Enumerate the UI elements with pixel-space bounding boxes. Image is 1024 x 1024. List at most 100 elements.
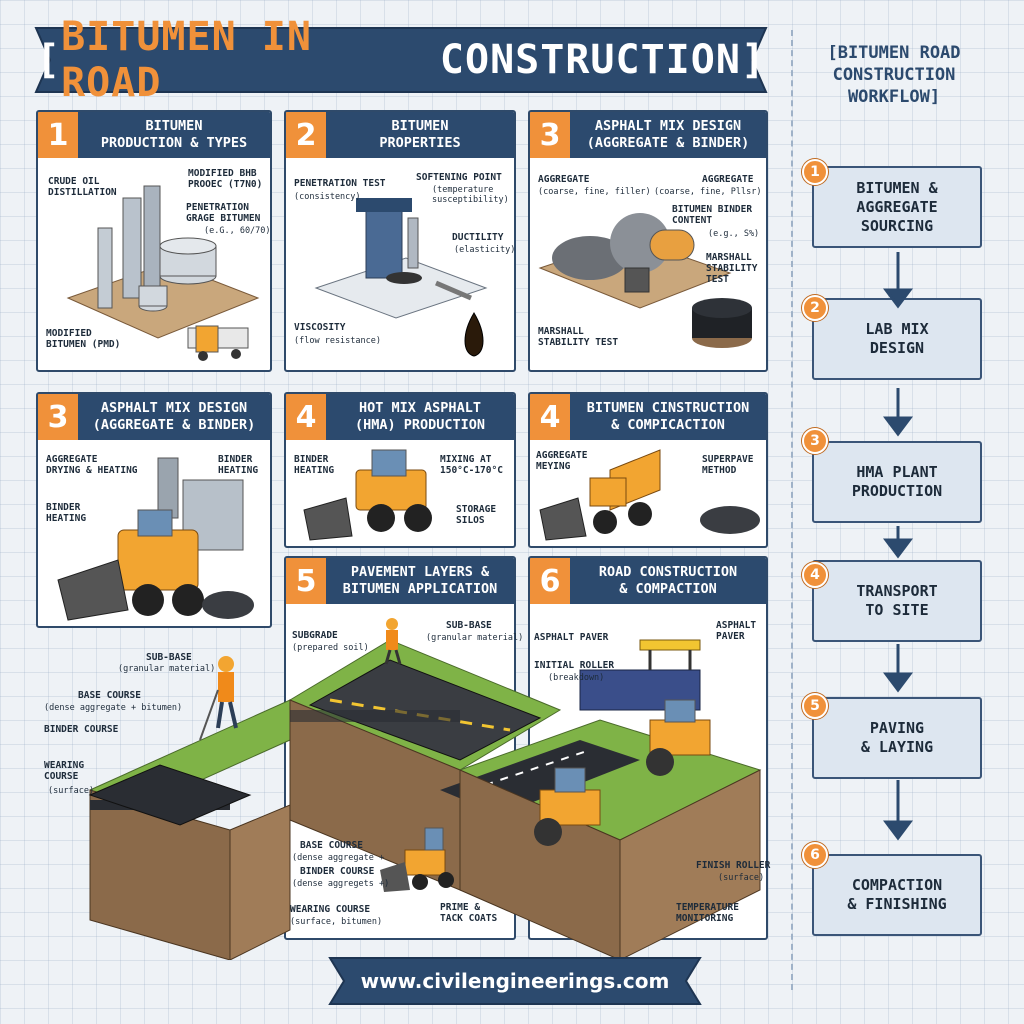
p3a-agg-left-label: AGGREGATE [538, 174, 590, 185]
p4a-binder-heating-label: BINDER HEATING [294, 454, 335, 476]
p5-subgrade-label: SUBGRADE [292, 630, 338, 641]
p2-ductility-sub: (elasticity) [454, 245, 516, 255]
panel-bitumen-production: 1 BITUMEN PRODUCTION & TYPES CRUDE OIL D… [36, 110, 272, 372]
panel-1-number: 1 [38, 112, 78, 158]
p5-binder-course-label: BINDER COURSE [44, 724, 119, 735]
panel-1-title: BITUMEN PRODUCTION & TYPES [100, 118, 248, 151]
p5-prime-label: PRIME & TACK COATS [440, 902, 498, 924]
p5-base-course-sub: (dense aggregate + bitumen) [44, 703, 183, 713]
p3a-marshall-left-label: MARSHALL STABILITY TEST [538, 326, 619, 348]
panel-6-number: 6 [530, 558, 570, 604]
p3a-binder-content-sub: (e.g., S%) [708, 229, 760, 239]
column-divider [791, 30, 793, 990]
dump-truck-illustration [539, 449, 760, 541]
p3a-agg-right-sub: (coarse, fine, Pllsr) [654, 187, 762, 197]
loader-illustration [303, 449, 432, 541]
p4b-superpave-label: SUPERPAVE METHOD [702, 454, 754, 476]
p5-wearing-b-sub: (surface, bitumen) [290, 917, 383, 927]
aggregate-illustration [538, 213, 752, 348]
workflow-step-6-number: 6 [802, 842, 828, 868]
workflow-step-3: HMA PLANT PRODUCTION [812, 441, 982, 523]
p5-wearing-label: WEARING COURSE [44, 760, 85, 782]
p5-binder-course-b-label: BINDER COURSE [300, 866, 375, 877]
p3b-agg-drying-label: AGGREGATE DRYING & HEATING [46, 454, 138, 476]
p1-crude-label: CRUDE OIL DISTILLATION [48, 176, 117, 198]
workflow-step-6: COMPACTION & FINISHING [812, 854, 982, 936]
p2-pen-test-label: PENETRATION TEST [294, 178, 386, 189]
p5-wearing-sub: (surface) [48, 786, 95, 796]
refinery-illustration [66, 185, 260, 361]
p6-initial-roller-sub: (breakdown) [548, 673, 605, 683]
p5-binder-course-b-sub: (dense aggregets +) [292, 879, 390, 889]
workflow-step-2-number: 2 [802, 295, 828, 321]
p1-modified-bhb-label: MODIFIED BHB PROOEC (T7N0) [188, 168, 263, 190]
p1-pmd-label: MODIFIED BITUMEN (PMD) [46, 328, 121, 350]
panel-bitumen-properties: 2 BITUMEN PROPERTIES PENETRATION TEST (c… [284, 110, 516, 372]
p6-paver-right-label: ASPHALT PAVER [716, 620, 757, 642]
p3b-binder-heating-right: BINDER HEATING [218, 454, 259, 476]
p5-base-course-label: BASE COURSE [78, 690, 141, 701]
road-cross-section-illustration [88, 618, 762, 960]
p5-subbase-left-sub: (granular material) [118, 664, 216, 674]
workflow-title: [BITUMEN ROAD CONSTRUCTION WORKFLOW] [827, 43, 961, 107]
title-banner [34, 27, 768, 93]
page-title: [BITUMEN IN ROAD CONSTRUCTION] [36, 14, 766, 106]
p5-subbase-top-label: SUB-BASE [446, 620, 492, 631]
p2-softening-label: SOFTENING POINT [416, 172, 502, 183]
workflow-step-4: TRANSPORT TO SITE [812, 560, 982, 642]
panel-asphalt-mix-design-b: 3 ASPHALT MIX DESIGN (AGGREGATE & BINDER… [36, 392, 272, 628]
workflow-step-2: LAB MIX DESIGN [812, 298, 982, 380]
panel-4a-title: HOT MIX ASPHALT (HMA) PRODUCTION [354, 400, 486, 433]
p6-paver-left-label: ASPHALT PAVER [534, 632, 609, 643]
panel-hma-production: 4 HOT MIX ASPHALT (HMA) PRODUCTION BINDE… [284, 392, 516, 548]
p1-penetration-sub: (e.G., 60/70) [204, 226, 271, 236]
panel-bitumen-construction: 4 BITUMEN CINSTRUCTION & COMPICACTION AG… [528, 392, 768, 548]
panel-3a-title: ASPHALT MIX DESIGN (AGGREGATE & BINDER) [586, 118, 750, 151]
p2-softening-sub: (temperature susceptibility) [432, 185, 509, 205]
p3a-marshall-right-label: MARSHALL STABILITY TEST [706, 252, 758, 285]
p2-ductility-label: DUCTILITY [452, 232, 504, 243]
p4b-agg-meying-label: AGGREGATE MEYING [536, 450, 588, 472]
drying-drum-illustration [57, 457, 254, 621]
workflow-step-5-number: 5 [802, 693, 828, 719]
p5-subbase-left-label: SUB-BASE [146, 652, 192, 663]
panel-4b-number: 4 [530, 394, 570, 440]
p3a-agg-right-label: AGGREGATE [702, 174, 754, 185]
p6-initial-roller-label: INITIAL ROLLER [534, 660, 615, 671]
p4a-mixing-label: MIXING AT 150°C-170°C [440, 454, 503, 476]
panel-3a-number: 3 [530, 112, 570, 158]
panel-4b-title: BITUMEN CINSTRUCTION & COMPICACTION [586, 400, 750, 433]
footer-url: www.civilengineerings.com [360, 969, 670, 993]
p6-finish-roller-label: FINISH ROLLER [696, 860, 771, 871]
workflow-step-1: BITUMEN & AGGREGATE SOURCING [812, 166, 982, 248]
panel-4a-number: 4 [286, 394, 326, 440]
p3a-agg-left-sub: (coarse, fine, filler) [538, 187, 651, 197]
p5-subgrade-sub: (prepared soil) [292, 643, 369, 653]
panel-3b-title: ASPHALT MIX DESIGN (AGGREGATE & BINDER) [92, 400, 256, 433]
panel-2-title: BITUMEN PROPERTIES [379, 118, 461, 151]
panel-asphalt-mix-design-a: 3 ASPHALT MIX DESIGN (AGGREGATE & BINDER… [528, 110, 768, 372]
p3b-binder-heating-left: BINDER HEATING [46, 502, 87, 524]
workflow-step-4-number: 4 [802, 562, 828, 588]
panel-3b-number: 3 [38, 394, 78, 440]
p1-penetration-label: PENETRATION GRAGE BITUMEN [186, 202, 261, 224]
p5-subbase-top-sub: (granular material) [426, 633, 524, 643]
workflow-step-3-number: 3 [802, 428, 828, 454]
testing-apparatus-illustration [314, 198, 488, 357]
p5-base-course-b-sub: (dense aggregate + [292, 853, 385, 863]
panel-2-number: 2 [286, 112, 326, 158]
p6-temp-label: TEMPERATURE MONITORING [676, 902, 739, 924]
panel-6-title: ROAD CONSTRUCTION & COMPACTION [598, 564, 738, 597]
workflow-step-5: PAVING & LAYING [812, 697, 982, 779]
p3a-binder-content-label: BITUMEN BINDER CONTENT [672, 204, 753, 226]
p2-viscosity-sub: (flow resistance) [294, 336, 381, 346]
panel-5-number: 5 [286, 558, 326, 604]
p5-base-course-b-label: BASE COURSE [300, 840, 363, 851]
p5-wearing-b-label: WEARING COURSE [290, 904, 371, 915]
workflow-step-1-number: 1 [802, 159, 828, 185]
workflow-arrows [883, 252, 913, 841]
p2-viscosity-label: VISCOSITY [294, 322, 346, 333]
p4a-storage-label: STORAGE SILOS [456, 504, 497, 526]
panel-5-title: PAVEMENT LAYERS & BITUMEN APPLICATION [342, 564, 498, 597]
p6-finish-roller-sub: (surface) [718, 873, 765, 883]
